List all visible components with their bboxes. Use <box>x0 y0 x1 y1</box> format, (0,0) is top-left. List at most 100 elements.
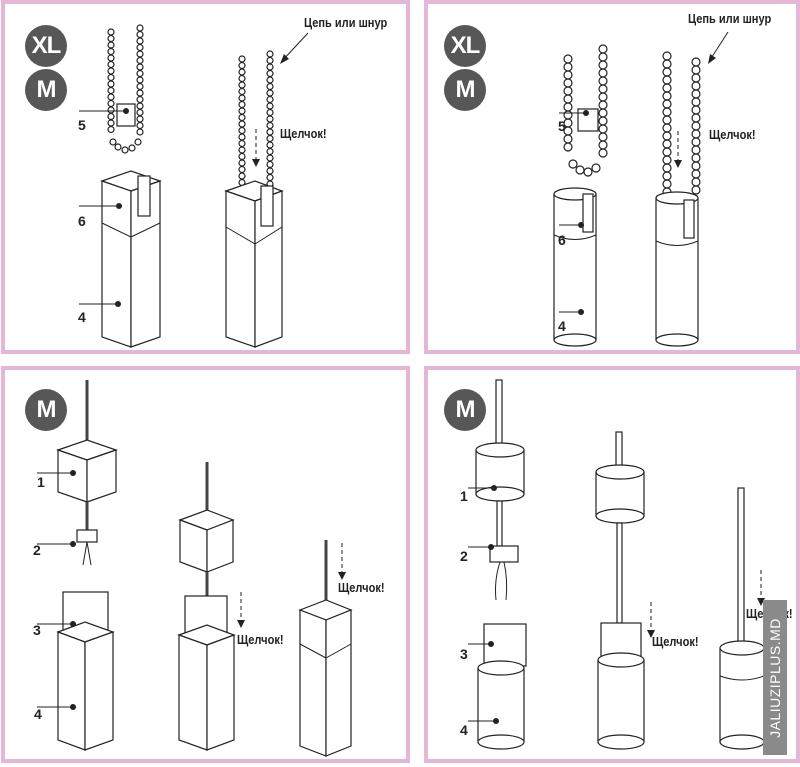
chain-bead <box>662 99 672 109</box>
chain-bead <box>598 116 608 126</box>
part-label-3: 3 <box>460 646 468 662</box>
chain-bead <box>266 82 274 91</box>
chain-bead <box>266 128 274 136</box>
panel-cord-cylinder: M 1 2 3 4 Щелчок! Щелчок! <box>424 366 800 763</box>
chain-bead <box>107 86 115 95</box>
chain-bead <box>691 161 701 171</box>
chain-bead <box>662 147 672 157</box>
chain-bead <box>107 112 115 121</box>
chain-bead <box>136 56 144 65</box>
chain-bead <box>128 144 136 152</box>
chain-bead <box>662 75 672 85</box>
chain-bead <box>238 126 246 135</box>
chain-bead <box>598 100 608 110</box>
chain-bead <box>238 159 246 167</box>
chain-bead <box>121 146 129 154</box>
chain-bead <box>134 138 142 146</box>
step-3-assembled <box>719 487 765 750</box>
chain-bead <box>583 167 593 177</box>
chain-bead <box>598 124 608 134</box>
chain-bead <box>266 69 274 78</box>
chain-bead <box>598 148 608 158</box>
clip-part-2 <box>76 529 98 543</box>
chain-pair <box>662 51 701 197</box>
chain-bead <box>238 133 246 141</box>
weight-cylinder-open <box>553 187 597 347</box>
part-label-6: 6 <box>78 213 86 229</box>
part-label-2: 2 <box>33 542 41 558</box>
click-label: Щелчок! <box>709 127 756 142</box>
chain-bead <box>107 28 115 36</box>
chain-bead <box>266 108 274 117</box>
panel-cord-square: M 1 2 3 4 Щелчок! Щелчок! <box>1 366 410 763</box>
step-2-partial <box>595 431 655 750</box>
part-label-5: 5 <box>558 118 566 134</box>
panel-chain-cylinder: XL M Цепь или шнур Щелчок! 5 6 4 <box>424 0 800 354</box>
chain-bead <box>238 139 246 148</box>
chain-bead <box>266 134 274 143</box>
chain-bead <box>563 142 573 152</box>
chain-bead <box>266 63 274 71</box>
connector-part-5 <box>577 108 599 132</box>
chain-bead <box>662 59 672 69</box>
part-label-4: 4 <box>34 706 42 722</box>
chain-bead <box>598 76 608 86</box>
chain-bead <box>662 171 672 181</box>
size-badge-xl: XL <box>25 25 67 67</box>
chain-bead <box>662 131 672 141</box>
chain-bead <box>568 159 578 169</box>
part-label-4: 4 <box>78 309 86 325</box>
chain-bead <box>238 87 246 96</box>
chain-bead <box>238 55 246 63</box>
chain-bead <box>136 89 144 97</box>
chain-bead <box>662 107 672 117</box>
chain-bead <box>136 82 144 91</box>
chain-bead <box>238 165 246 174</box>
chain-bead <box>598 60 608 70</box>
chain-bead <box>266 89 274 97</box>
part-label-1: 1 <box>460 488 468 504</box>
chain-bead <box>691 169 701 179</box>
chain-bead <box>238 81 246 89</box>
size-badge-m: M <box>25 389 67 431</box>
chain-bead <box>107 93 115 101</box>
chain-bead <box>107 60 115 69</box>
chain-bead <box>691 137 701 147</box>
diagram-cord-cylinder <box>468 379 765 750</box>
chain-bead <box>136 102 144 110</box>
chain-bead <box>598 84 608 94</box>
chain-loop <box>563 44 608 177</box>
chain-or-cord-label: Цепь или шнур <box>688 11 772 26</box>
diagram-chain-cylinder <box>553 31 729 347</box>
part-label-2: 2 <box>460 548 468 564</box>
step-1-exploded <box>56 380 118 751</box>
chain-bead <box>598 68 608 78</box>
part-label-4: 4 <box>558 318 566 334</box>
chain-bead <box>136 37 144 45</box>
chain-bead <box>136 76 144 84</box>
click-label: Щелчок! <box>237 632 284 647</box>
chain-bead <box>136 115 144 123</box>
step-1-exploded <box>475 379 527 750</box>
chain-bead <box>136 121 144 130</box>
chain-bead <box>266 50 274 58</box>
chain-bead <box>563 94 573 104</box>
chain-bead <box>691 81 701 91</box>
chain-bead <box>563 70 573 80</box>
chain-bead <box>266 173 274 182</box>
chain-bead <box>136 50 144 58</box>
chain-bead <box>107 99 115 108</box>
part-label-4: 4 <box>460 722 468 738</box>
chain-bead <box>598 140 608 150</box>
chain-bead <box>598 132 608 142</box>
chain-bead <box>266 160 274 169</box>
chain-bead <box>691 105 701 115</box>
diagram-cord-square <box>37 380 353 757</box>
size-badge-m: M <box>444 69 486 111</box>
connector-part-5 <box>116 103 136 127</box>
chain-bead <box>107 125 115 134</box>
chain-bead <box>662 123 672 133</box>
chain-bead <box>691 145 701 155</box>
chain-bead <box>691 89 701 99</box>
size-badge-m: M <box>444 389 486 431</box>
